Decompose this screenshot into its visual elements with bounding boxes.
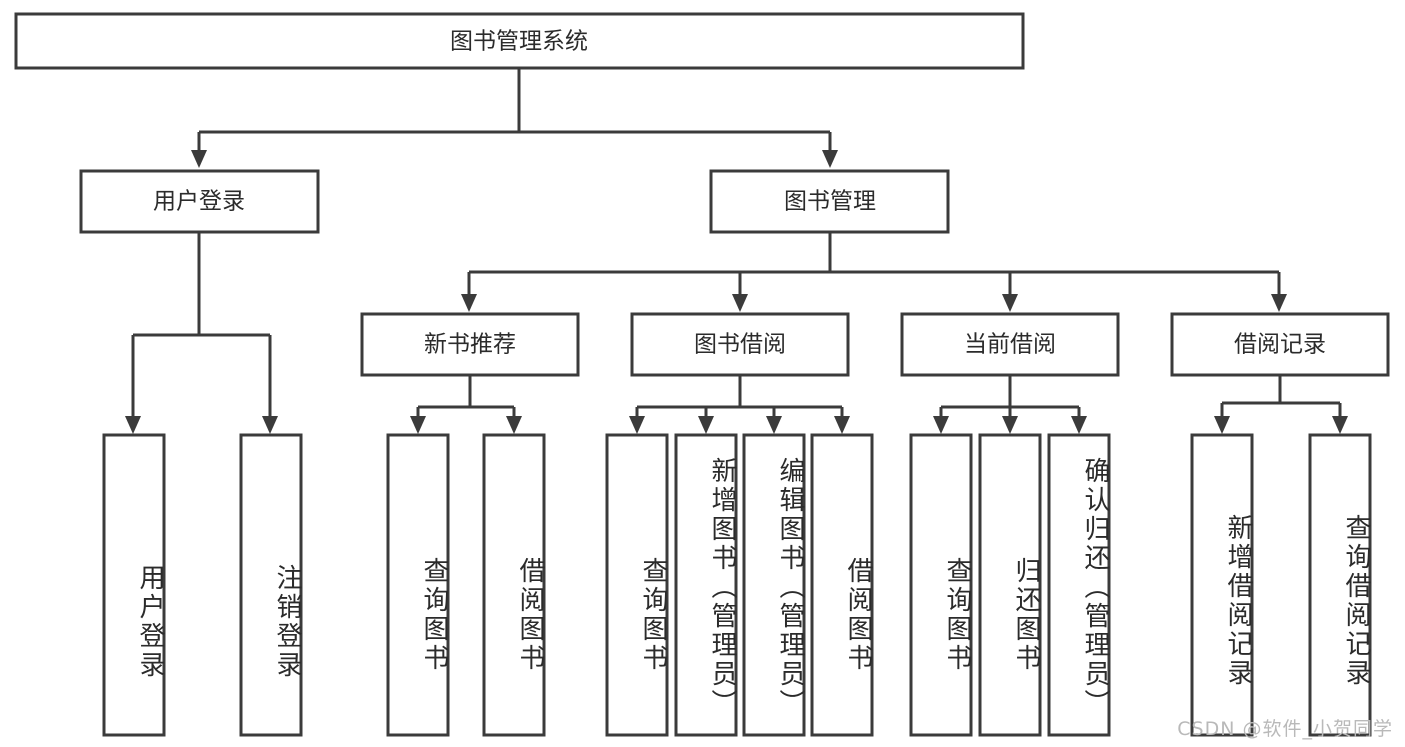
node-new-book-recommend[interactable]: 新书推荐 (360, 312, 580, 377)
leaf-box-current-borrow-0[interactable] (909, 433, 973, 737)
node-root-label: 图书管理系统 (450, 29, 588, 55)
edges-user-login-to-leaves (125, 232, 278, 434)
node-new-book-recommend-label: 新书推荐 (424, 332, 516, 358)
node-current-borrow-label: 当前借阅 (964, 332, 1056, 358)
leaf-boxes-current-borrow (909, 433, 1111, 737)
leaf-box-book-borrow-0[interactable] (605, 433, 669, 737)
node-current-borrow[interactable]: 当前借阅 (900, 312, 1120, 377)
arrow-book-borrow-leaf2 (698, 416, 714, 434)
arrow-current-borrow-leaf1 (933, 416, 949, 434)
leaf-box-current-borrow-1[interactable] (978, 433, 1042, 737)
edges-current-borrow-to-leaves (933, 375, 1087, 434)
arrow-user-login-leaf2 (262, 416, 278, 434)
arrow-to-book-mgmt (822, 150, 838, 168)
edges-new-book-to-leaves (410, 375, 522, 434)
node-current-borrow-box[interactable] (900, 312, 1120, 377)
node-root-box[interactable] (14, 12, 1025, 70)
arrow-current-borrow-leaf3 (1071, 416, 1087, 434)
arrow-borrow-record-leaf1 (1214, 416, 1230, 434)
leaf-box-current-borrow-2[interactable] (1047, 433, 1111, 737)
edges-book-mgmt-to-level3 (461, 232, 1287, 312)
edges-book-borrow-to-leaves (629, 375, 850, 434)
leaf-boxes-new-book (386, 433, 546, 737)
node-book-borrow-label: 图书借阅 (694, 332, 786, 358)
leaf-box-borrow-record-1[interactable] (1308, 433, 1372, 737)
leaf-box-new-book-1[interactable] (482, 433, 546, 737)
arrow-user-login-leaf1 (125, 416, 141, 434)
arrow-borrow-record-leaf2 (1332, 416, 1348, 434)
csdn-watermark: CSDN @软件_小贺同学 (1177, 718, 1393, 740)
node-book-borrow-box[interactable] (630, 312, 850, 377)
node-borrow-record-box[interactable] (1170, 312, 1390, 377)
node-user-login[interactable]: 用户登录 (79, 169, 320, 234)
arrow-to-current-borrow (1002, 294, 1018, 312)
edges-borrow-record-to-leaves (1214, 375, 1348, 434)
leaf-boxes-book-borrow (605, 433, 874, 737)
arrow-to-user-login (191, 150, 207, 168)
arrow-new-book-leaf2 (506, 416, 522, 434)
arrow-new-book-leaf1 (410, 416, 426, 434)
arrow-book-borrow-leaf4 (834, 416, 850, 434)
arrow-to-borrow-record (1271, 294, 1287, 312)
arrow-to-new-book (461, 294, 477, 312)
node-book-borrow[interactable]: 图书借阅 (630, 312, 850, 377)
node-new-book-recommend-box[interactable] (360, 312, 580, 377)
leaf-boxes-user-login (102, 433, 303, 737)
edges-root-to-level2 (191, 68, 838, 168)
node-book-management[interactable]: 图书管理 (709, 169, 950, 234)
leaf-box-user-login-1[interactable] (239, 433, 303, 737)
arrow-book-borrow-leaf1 (629, 416, 645, 434)
arrow-current-borrow-leaf2 (1002, 416, 1018, 434)
node-book-management-label: 图书管理 (784, 189, 876, 215)
leaf-box-book-borrow-1[interactable] (674, 433, 738, 737)
leaf-box-book-borrow-2[interactable] (742, 433, 806, 737)
leaf-box-borrow-record-0[interactable] (1190, 433, 1254, 737)
node-book-management-box[interactable] (709, 169, 950, 234)
node-root[interactable]: 图书管理系统 (14, 12, 1025, 70)
node-borrow-record-label: 借阅记录 (1234, 332, 1326, 358)
leaf-boxes-borrow-record (1190, 433, 1372, 737)
arrow-book-borrow-leaf3 (766, 416, 782, 434)
leaf-box-new-book-0[interactable] (386, 433, 450, 737)
node-borrow-record[interactable]: 借阅记录 (1170, 312, 1390, 377)
arrow-to-book-borrow (732, 294, 748, 312)
node-user-login-label: 用户登录 (153, 189, 245, 215)
leaf-box-book-borrow-3[interactable] (810, 433, 874, 737)
leaf-box-user-login-0[interactable] (102, 433, 166, 737)
